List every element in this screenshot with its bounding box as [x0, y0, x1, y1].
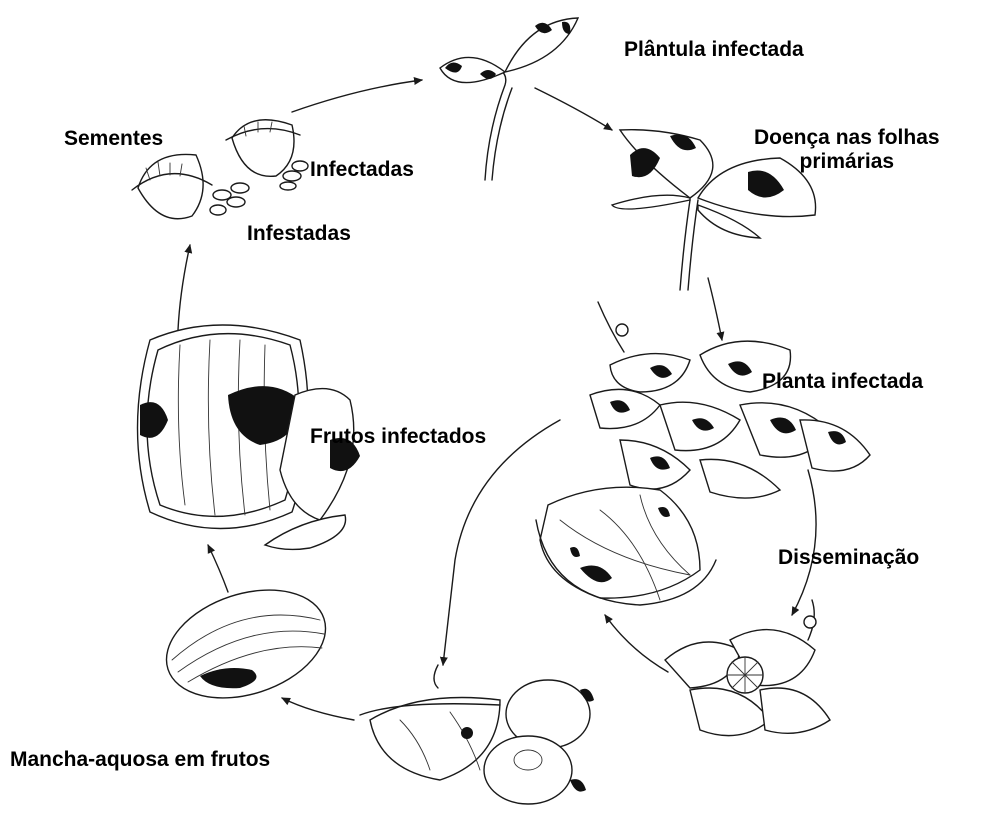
whole-fruit-illustration — [153, 571, 340, 717]
arrow-primary-to-plant — [708, 278, 722, 340]
leaf-lesion-illustration — [536, 487, 716, 605]
label-fruit-spot: Mancha-aquosa em frutos — [10, 748, 270, 772]
label-primary-leaves-line2: primárias — [800, 150, 895, 173]
dissemination-illustration — [665, 600, 830, 736]
label-dissemination: Disseminação — [778, 546, 919, 570]
arrow-dissemination-to-leafcircle — [605, 615, 668, 672]
label-infected-plant: Planta infectada — [762, 370, 923, 394]
arrow-seeds-to-seedling — [292, 80, 422, 112]
arrow-fruits-to-mancha — [282, 698, 354, 720]
label-infested: Infestadas — [247, 222, 351, 246]
arrow-cut-fruit-to-seeds — [178, 245, 190, 330]
label-infected-fruits: Frutos infectados — [310, 425, 486, 449]
label-infected: Infectadas — [310, 158, 414, 182]
label-seeds: Sementes — [64, 127, 163, 151]
arrow-seedling-to-primary-leaves — [535, 88, 612, 130]
label-primary-leaves-line1: Doença nas folhas — [754, 126, 940, 149]
label-seedling: Plântula infectada — [624, 38, 804, 62]
label-primary-leaves: Doença nas folhas primárias — [754, 126, 940, 174]
ground-fruits-illustration — [360, 665, 594, 804]
infected-plant-illustration — [590, 302, 870, 498]
arrow-plant-to-dissemination — [792, 470, 816, 615]
arrow-mancha-to-cut-fruit — [208, 545, 228, 592]
